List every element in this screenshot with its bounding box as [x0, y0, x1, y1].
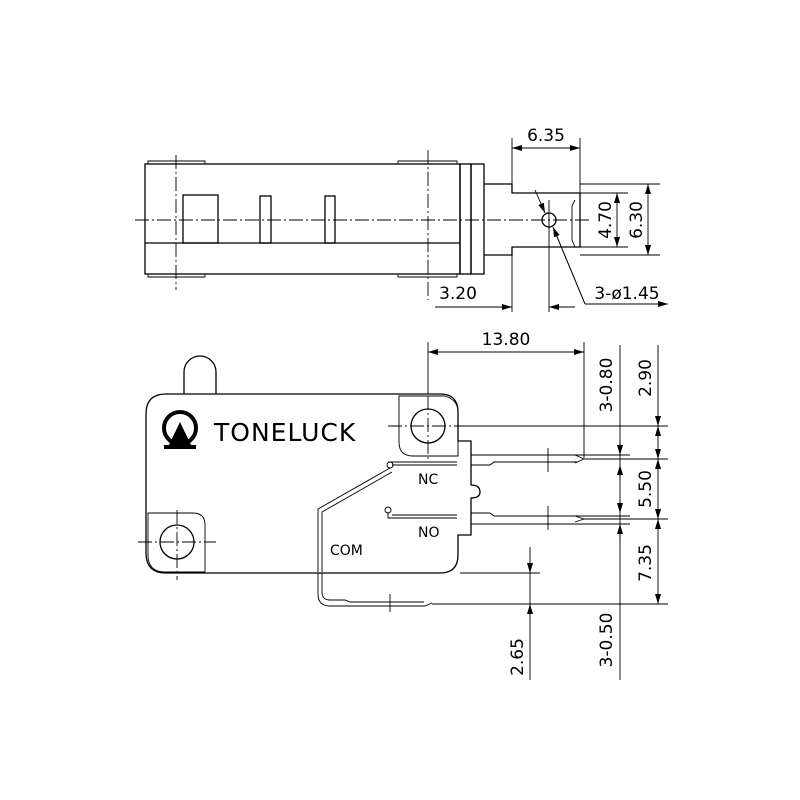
window — [182, 194, 219, 244]
side-view: TONELUCK NC NO COM 13.80 3-0.80 — [138, 330, 668, 680]
no-terminal — [471, 512, 630, 525]
top-terminal — [484, 183, 581, 256]
brand-name: TONELUCK — [213, 418, 356, 447]
dim-3-0-50: 3-0.50 — [597, 613, 617, 668]
actuator — [183, 355, 217, 394]
dim-2-65: 2.65 — [508, 638, 528, 676]
top-body — [144, 163, 461, 275]
dim-7-35: 7.35 — [636, 544, 656, 582]
top-view: 6.35 4.70 6.30 3.20 3-ø1.45 — [135, 126, 668, 312]
label-com: COM — [330, 543, 363, 559]
dim-13-80: 13.80 — [482, 330, 531, 350]
window — [324, 195, 336, 244]
dim-hole-dia: 3-ø1.45 — [594, 284, 659, 304]
dim-6-35: 6.35 — [527, 126, 565, 146]
dim-5-50: 5.50 — [636, 470, 656, 508]
nc-terminal — [471, 454, 630, 466]
dim-6-30: 6.30 — [627, 201, 647, 239]
dim-2-90: 2.90 — [636, 359, 656, 397]
dim-3-20: 3.20 — [439, 284, 477, 304]
window — [259, 195, 272, 244]
dim-4-70: 4.70 — [596, 201, 616, 239]
label-no: NO — [418, 525, 440, 541]
com-terminal — [317, 573, 433, 607]
label-nc: NC — [418, 472, 438, 488]
toneluck-logo-icon — [162, 410, 198, 449]
dim-3-0-80: 3-0.80 — [597, 358, 617, 413]
